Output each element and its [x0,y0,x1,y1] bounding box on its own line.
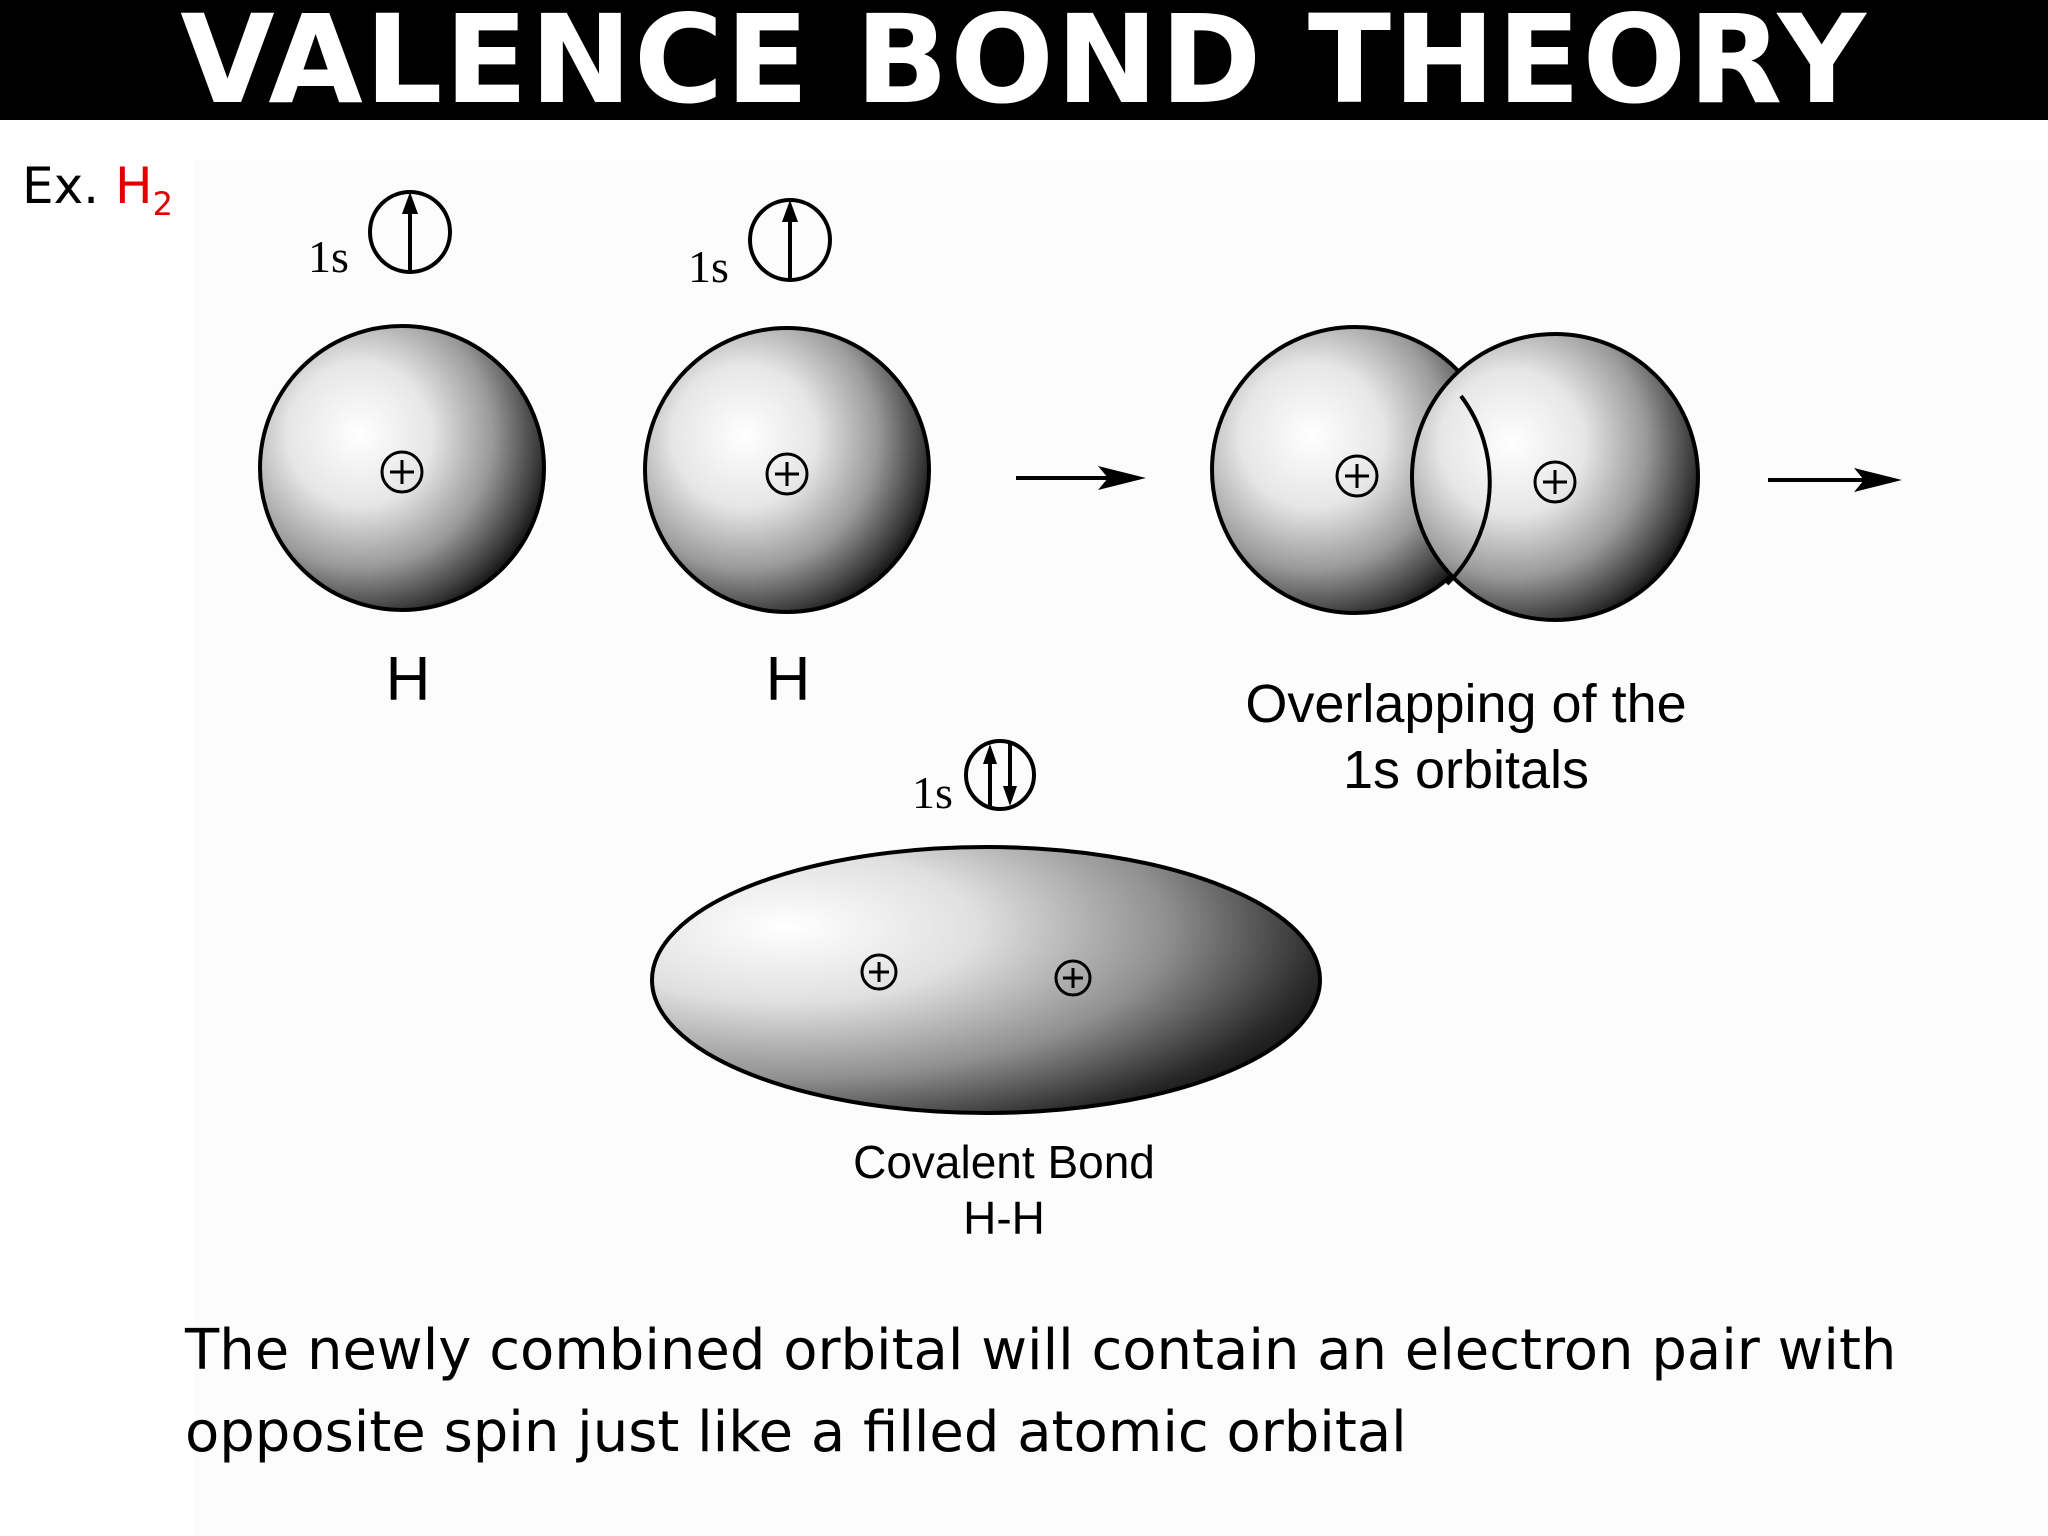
bond-right-nucleus-plus-icon [1054,959,1092,997]
overlap-caption-line1: Overlapping of the [1245,674,1686,734]
reaction-arrow-2-icon [1768,468,1902,492]
atom2-nucleus-plus-icon [765,452,809,496]
example-label: Ex. H2 [22,156,173,234]
reaction-arrow-1-icon [1016,466,1146,490]
atom1-element-label: H [386,645,431,714]
atom1-spin-up-icon [368,190,452,274]
bond-spin-pair-icon [964,739,1036,811]
overlap-left-boundary [1445,394,1492,586]
bond-orbital-ellipse [650,845,1322,1115]
overlap-left-nucleus-plus-icon [1335,454,1379,498]
overlapping-orbitals: Overlapping of the 1s orbitals [1210,325,1700,800]
bond-left-nucleus-plus-icon [860,953,898,991]
bond-caption-line2: H-H [963,1192,1045,1244]
title-bar: VALENCE BOND THEORY [0,0,2048,131]
atom2-spin-up-icon [748,198,832,282]
example-molecule: H [114,157,153,215]
explanation-caption: The newly combined orbital will contain … [185,1310,1985,1474]
example-subscript: 2 [152,185,173,223]
overlap-caption-line2: 1s orbitals [1343,740,1589,800]
atom2-element-label: H [766,645,811,714]
page-title: VALENCE BOND THEORY [180,0,1868,131]
caption-line1: The newly combined orbital will contain … [185,1318,1897,1383]
atom1-orbital-label: 1s [308,231,349,282]
caption-line2: opposite spin just like a filled atomic … [185,1400,1407,1465]
atom2: 1s H [643,198,931,714]
bond-orbital-label: 1s [912,767,953,818]
atom1-nucleus-plus-icon [380,450,424,494]
example-prefix: Ex. [22,157,100,215]
bond-caption-line1: Covalent Bond [853,1136,1155,1188]
overlap-right-nucleus-plus-icon [1533,460,1577,504]
covalent-bond: 1s Covalent Bond H-H [650,739,1322,1244]
atom1: 1s H [258,190,546,714]
atom2-orbital-label: 1s [688,241,729,292]
